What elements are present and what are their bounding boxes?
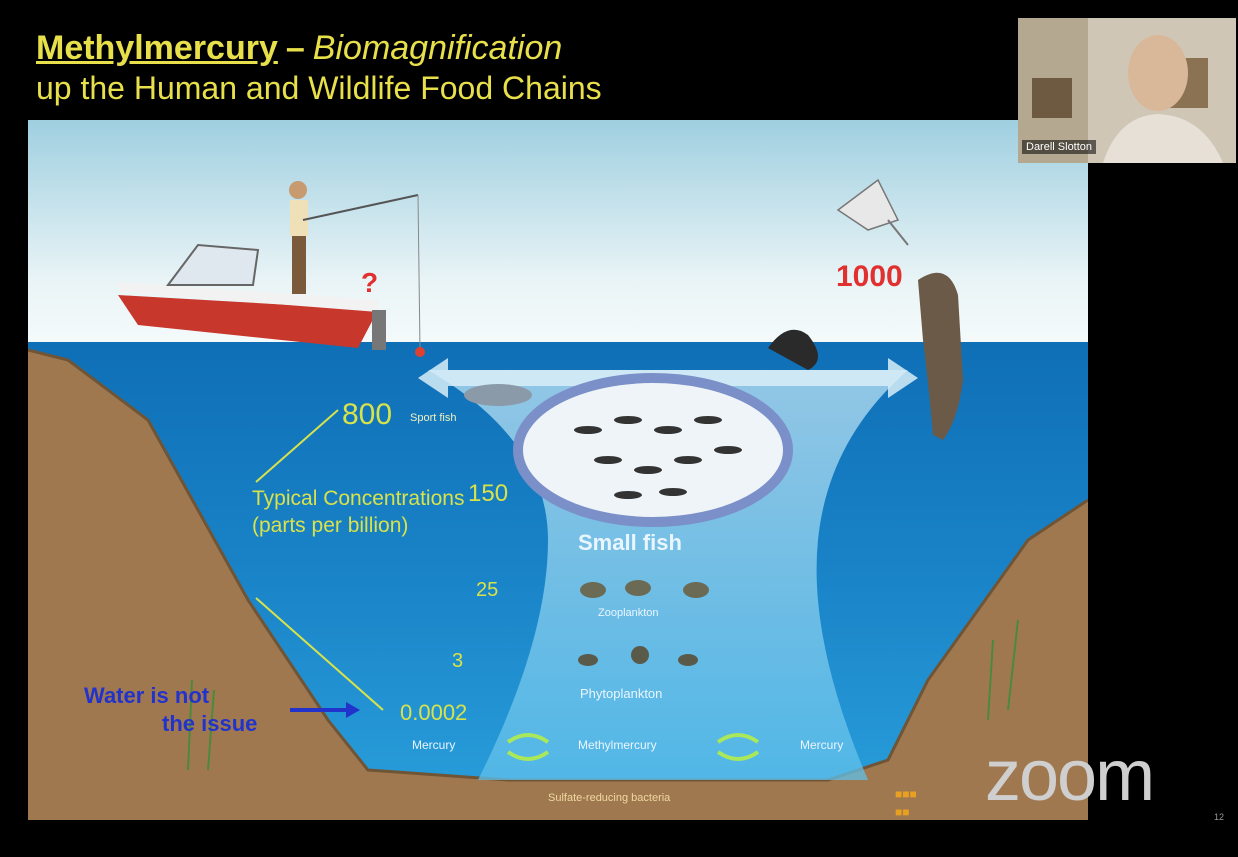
small-fish-school (518, 378, 788, 522)
small-fish-concentration: 150 (468, 480, 508, 508)
water-note: Water is not the issue (84, 682, 257, 738)
slide-title: Methylmercury–Biomagnification up the Hu… (36, 28, 996, 108)
phytoplankton-label: Phytoplankton (580, 686, 662, 701)
title-italic: Biomagnification (313, 29, 562, 67)
zoom-watermark: zoom (985, 735, 1153, 817)
mercury-left-label: Mercury (412, 738, 455, 752)
sport-fish-icon (464, 384, 532, 406)
wildlife-concentration: 1000 (836, 260, 903, 294)
bacteria-label: Sulfate-reducing bacteria (548, 792, 670, 804)
slide-illustration: 800 Sport fish 150 25 3 0.0002 Typical C… (28, 120, 1088, 820)
phytoplankton-concentration: 3 (452, 650, 463, 673)
zooplankton-concentration: 25 (476, 579, 498, 602)
water-note-line1: Water is not (84, 682, 257, 710)
zooplankton-label: Zooplankton (598, 607, 659, 619)
small-fish-label: Small fish (578, 530, 682, 556)
water-note-line2: the issue (84, 710, 257, 738)
mercury-right-label: Mercury (800, 738, 843, 752)
slide-number: 12 (1214, 812, 1224, 822)
participant-name-label: Darell Slotton (1022, 140, 1096, 154)
typical-concentrations-label: Typical Concentrations (parts per billio… (252, 485, 472, 539)
water-concentration: 0.0002 (400, 700, 467, 726)
title-keyword: Methylmercury (36, 29, 278, 67)
title-dash: – (286, 29, 305, 67)
slide-footer-logo: ■■■■■ (895, 785, 917, 821)
sport-fish-label: Sport fish (410, 412, 456, 424)
methylmercury-label: Methylmercury (578, 738, 657, 752)
sport-fish-concentration: 800 (342, 398, 392, 432)
title-line2: up the Human and Wildlife Food Chains (36, 68, 996, 108)
human-concentration: ? (361, 267, 378, 299)
